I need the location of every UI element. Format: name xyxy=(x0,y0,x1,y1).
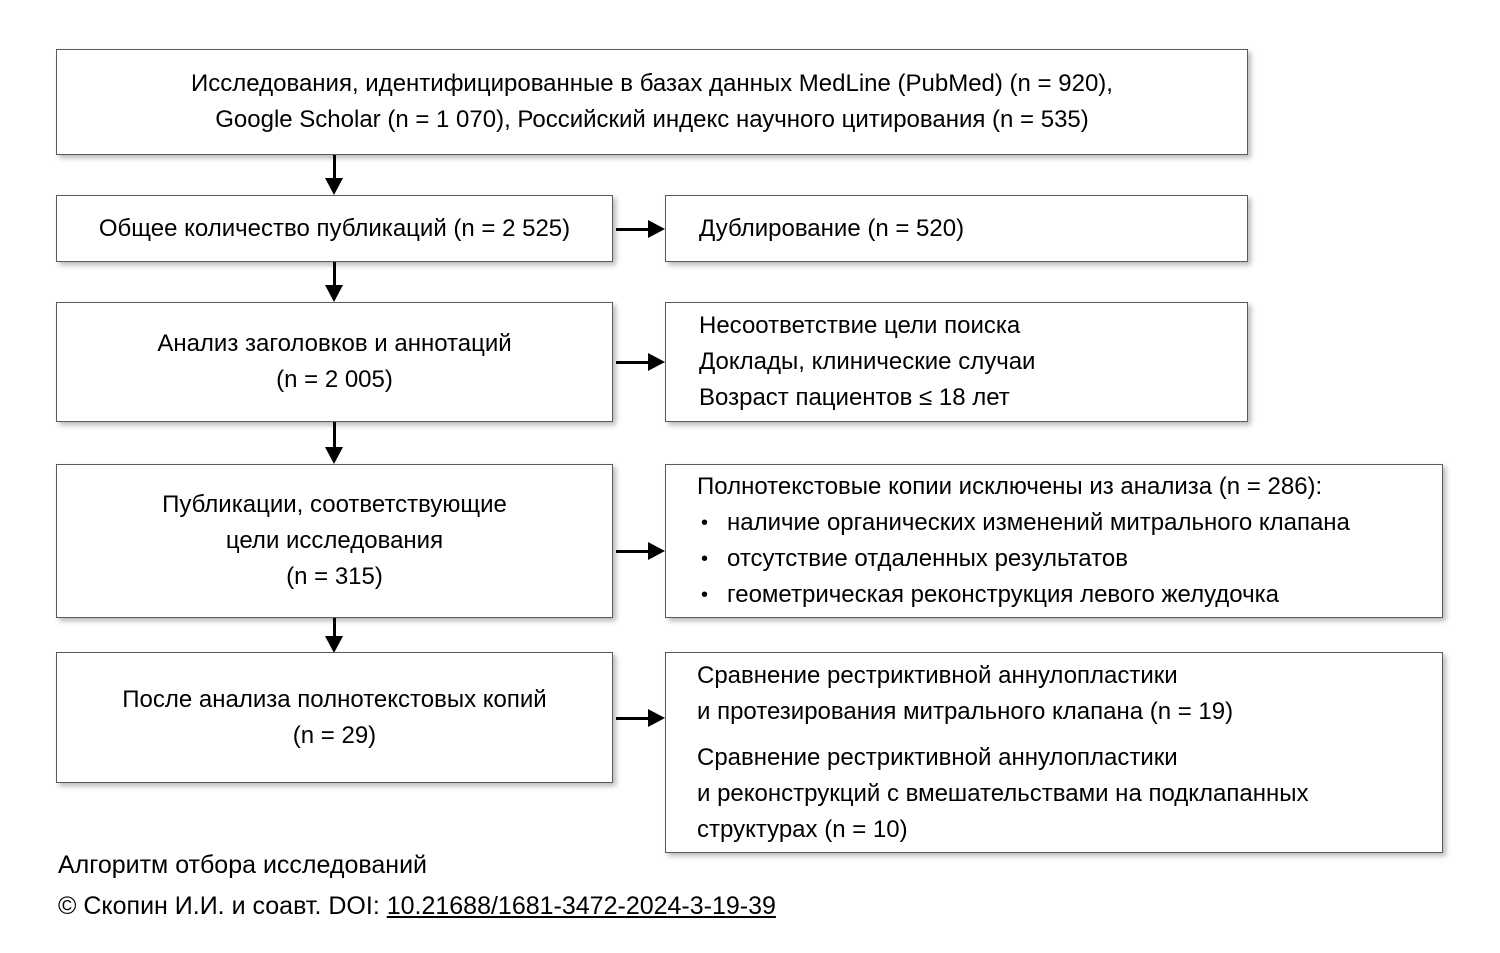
node-screening-exclusions: Несоответствие цели поиска Доклады, клин… xyxy=(665,302,1248,422)
node-screening-exclusions-line-3: Возраст пациентов ≤ 18 лет xyxy=(699,384,1010,411)
node-title-abstract-screening: Анализ заголовков и аннотаций (n = 2 005… xyxy=(56,302,613,422)
figure-credit: © Скопин И.И. и соавт. DOI: 10.21688/168… xyxy=(58,886,776,927)
node-duplicates-line-1: Дублирование (n = 520) xyxy=(699,214,965,242)
node-eligible-publications-line-1: Публикации, соответствующие xyxy=(162,491,507,518)
node-identification: Исследования, идентифицированные в базах… xyxy=(56,49,1248,155)
node-comparisons-group2-line-3: структурах (n = 10) xyxy=(697,815,908,843)
node-comparisons-group2-line-2: и реконструкций с вмешательствами на под… xyxy=(697,779,1309,807)
node-comparisons-group1-line-1: Сравнение рестриктивной аннулопластики xyxy=(697,661,1178,689)
list-item: геометрическая реконструкция левого желу… xyxy=(697,577,1350,613)
node-comparisons-group2-line-1: Сравнение рестриктивной аннулопластики xyxy=(697,743,1178,771)
node-identification-line-1: Исследования, идентифицированные в базах… xyxy=(191,70,1113,97)
fulltext-exclusions-bullet-list: наличие органических изменений митрально… xyxy=(697,505,1350,613)
node-fulltext-exclusions-heading: Полнотекстовые копии исключены из анализ… xyxy=(697,473,1323,500)
node-screening-exclusions-line-1: Несоответствие цели поиска xyxy=(699,312,1021,339)
node-total-publications: Общее количество публикаций (n = 2 525) xyxy=(56,195,613,262)
list-item: наличие органических изменений митрально… xyxy=(697,505,1350,541)
node-identification-line-2: Google Scholar (n = 1 070), Российский и… xyxy=(215,106,1089,133)
node-duplicates: Дублирование (n = 520) xyxy=(665,195,1248,262)
node-fulltext-exclusions: Полнотекстовые копии исключены из анализ… xyxy=(665,464,1443,618)
node-comparisons-group1-line-2: и протезирования митрального клапана (n … xyxy=(697,697,1234,725)
node-title-abstract-screening-line-1: Анализ заголовков и аннотаций xyxy=(157,330,512,357)
node-eligible-publications-line-3: (n = 315) xyxy=(286,563,383,590)
copyright-text: © Скопин И.И. и соавт. DOI: xyxy=(58,892,387,920)
node-screening-exclusions-line-2: Доклады, клинические случаи xyxy=(699,348,1036,375)
node-eligible-publications-line-2: цели исследования xyxy=(225,527,444,554)
node-title-abstract-screening-line-2: (n = 2 005) xyxy=(276,366,393,393)
doi-link[interactable]: 10.21688/1681-3472-2024-3-19-39 xyxy=(386,892,776,920)
node-included-studies-line-2: (n = 29) xyxy=(292,721,377,749)
node-included-studies: После анализа полнотекстовых копий (n = … xyxy=(56,652,613,783)
node-total-publications-line-1: Общее количество публикаций (n = 2 525) xyxy=(98,214,571,242)
figure-title: Алгоритм отбора исследований xyxy=(58,851,428,879)
node-comparisons: Сравнение рестриктивной аннулопластики и… xyxy=(665,652,1443,853)
list-item: отсутствие отдаленных результатов xyxy=(697,541,1350,577)
node-eligible-publications: Публикации, соответствующие цели исследо… xyxy=(56,464,613,618)
node-included-studies-line-1: После анализа полнотекстовых копий xyxy=(122,685,547,713)
